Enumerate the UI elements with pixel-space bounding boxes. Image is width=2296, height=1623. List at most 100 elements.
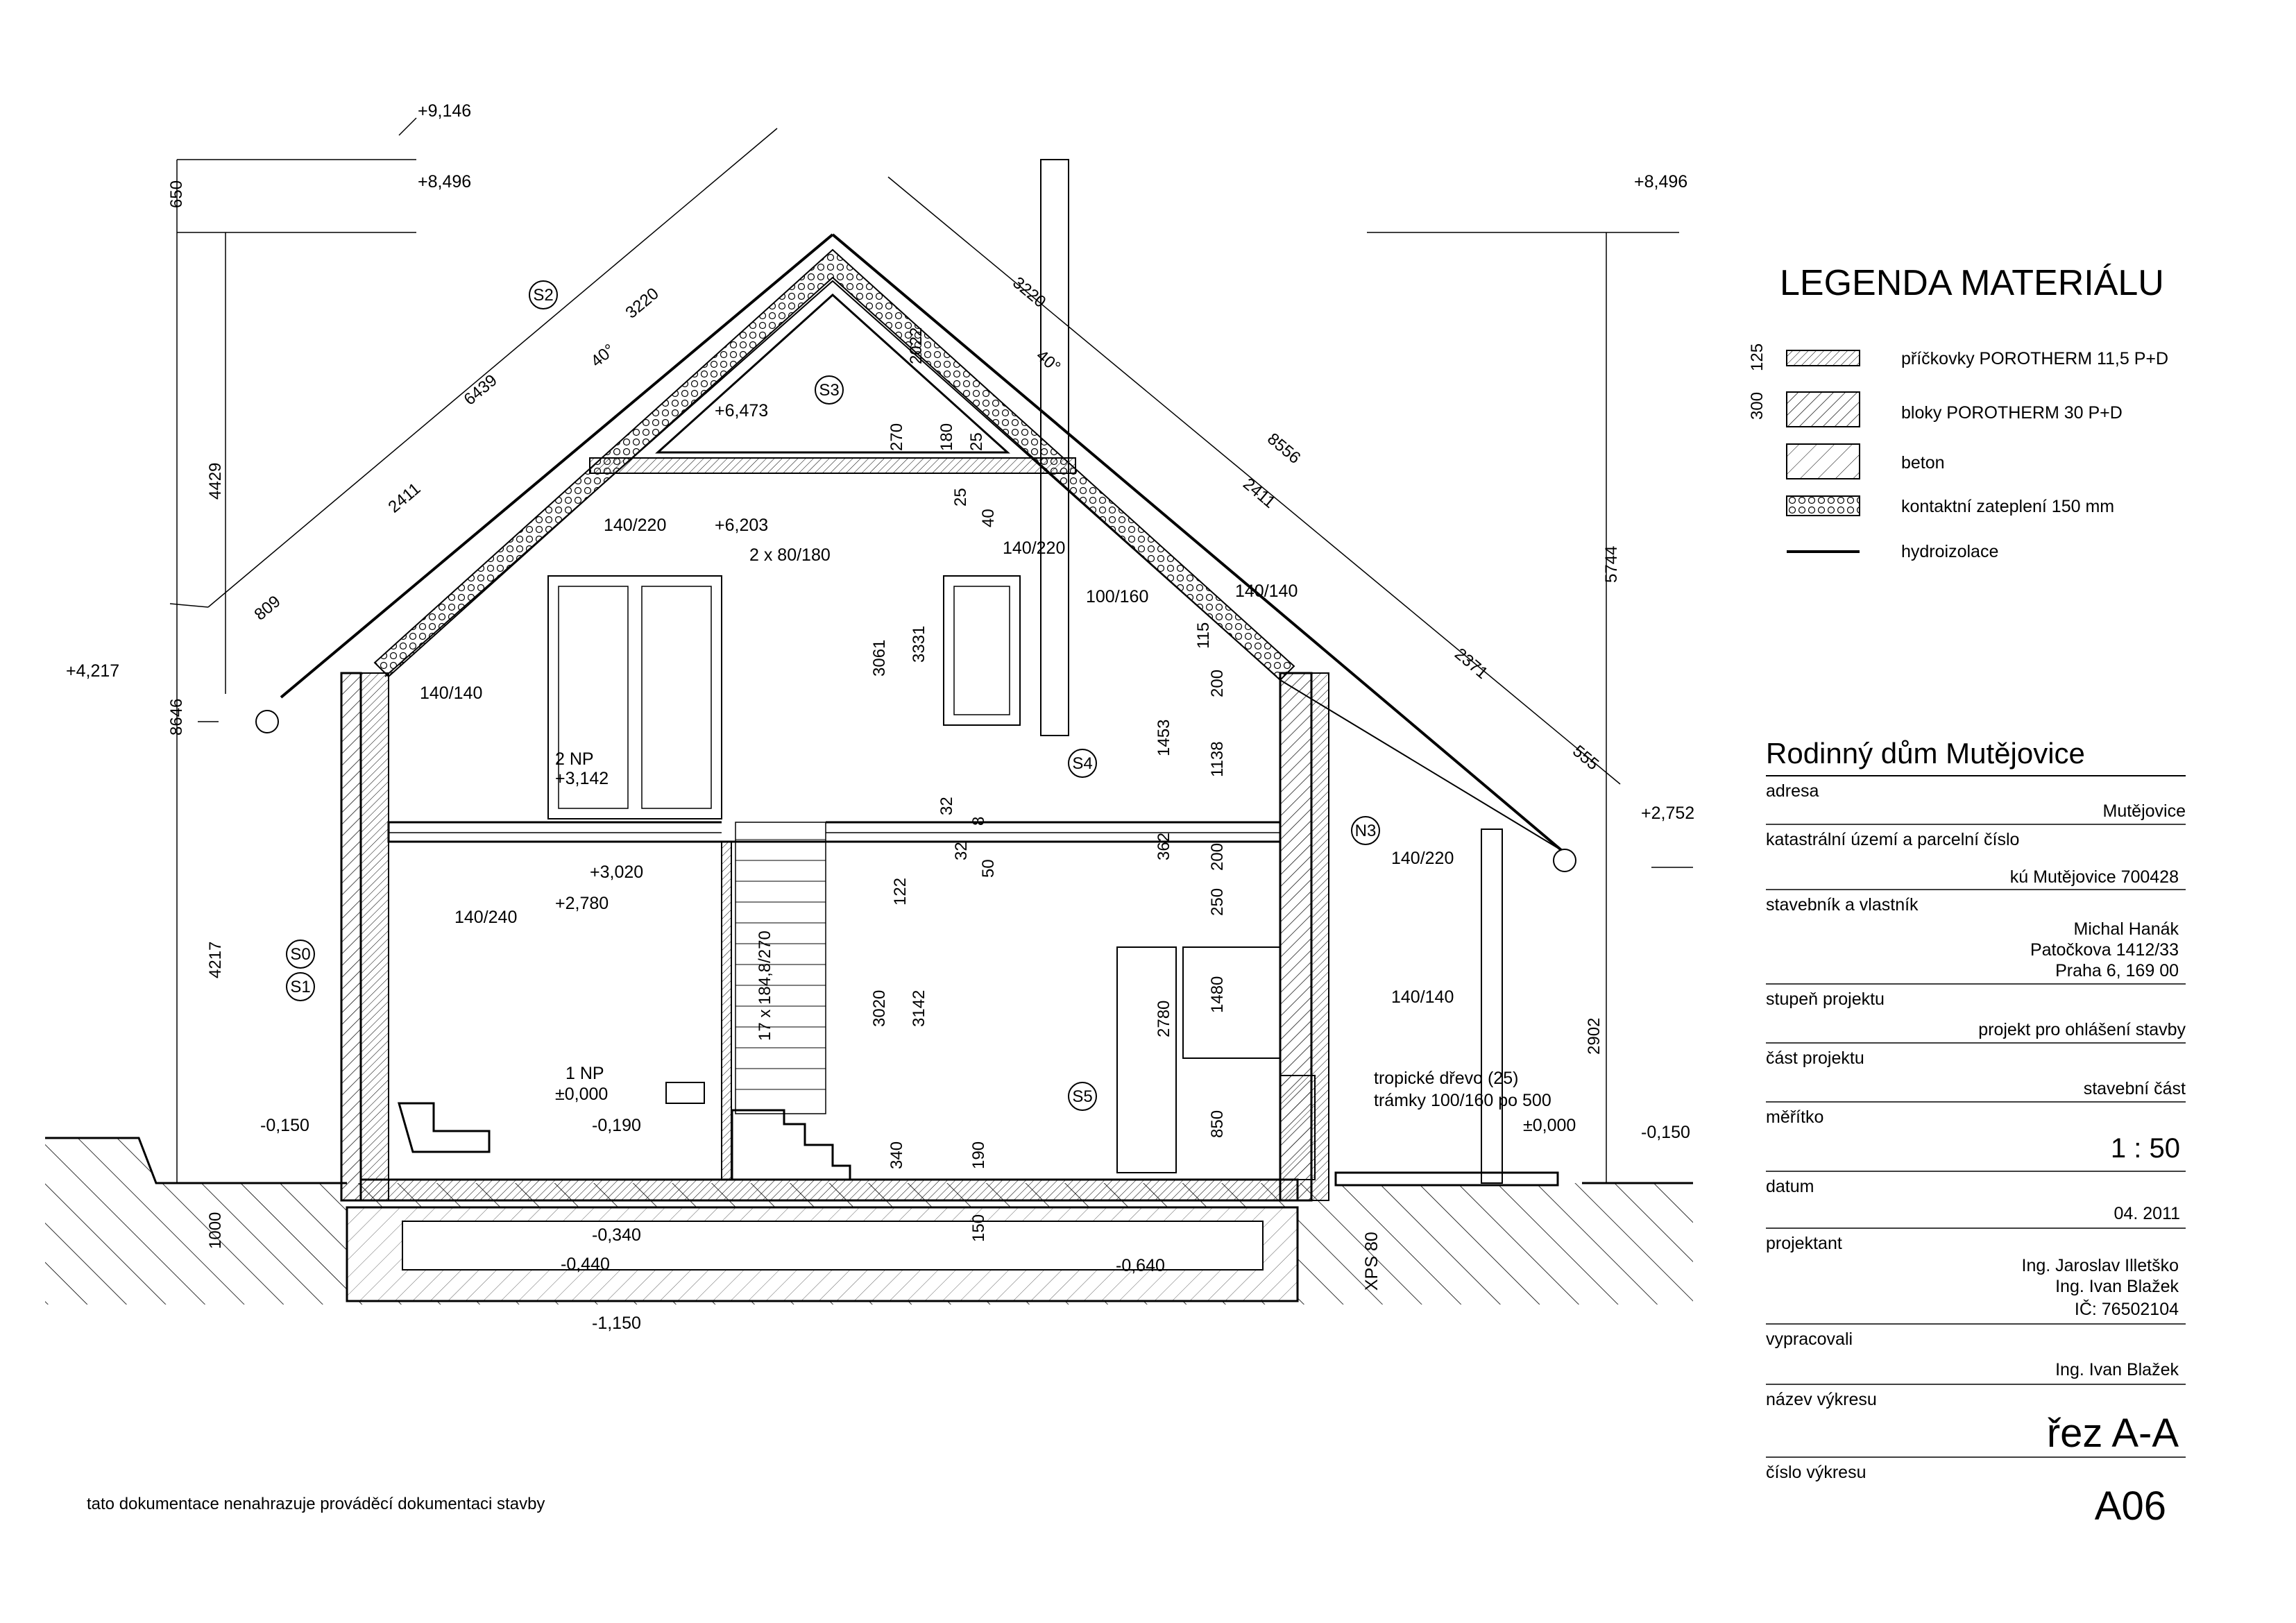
level-found-a: -0,190 bbox=[592, 1116, 641, 1135]
label-2x80: 2 x 80/180 bbox=[749, 545, 831, 565]
label-140-220-b: 140/220 bbox=[1003, 538, 1065, 558]
dim-2411a: 2411 bbox=[385, 479, 425, 517]
dim-4217: 4217 bbox=[206, 942, 225, 978]
level-attic-ceiling: +6,473 bbox=[715, 401, 768, 420]
stairs bbox=[731, 822, 851, 1180]
dim-122: 122 bbox=[891, 878, 910, 906]
stairs-dim: 17 x 184,8/270 bbox=[756, 931, 774, 1041]
openings bbox=[398, 575, 1503, 1184]
label-140-140-c: 140/140 bbox=[1391, 987, 1454, 1007]
dim-2022: 2022 bbox=[907, 328, 926, 364]
svg-text:S2: S2 bbox=[533, 286, 553, 305]
tb-value-drawing-name: řez A-A bbox=[2047, 1411, 2179, 1456]
tb-value-owner-1: Michal Hanák bbox=[2074, 919, 2179, 939]
label-terrace-b: trámky 100/160 po 500 bbox=[1374, 1091, 1551, 1110]
dim-2411b: 2411 bbox=[1239, 475, 1279, 512]
dim-25a: 25 bbox=[967, 432, 986, 451]
tb-label-drawing-name: název výkresu bbox=[1766, 1390, 1877, 1409]
tb-label-drawing-number: číslo výkresu bbox=[1766, 1463, 1866, 1482]
dimension-lines bbox=[169, 117, 1693, 1183]
legend-dim-300: 300 bbox=[1748, 392, 1767, 420]
legend-dim-125: 125 bbox=[1748, 343, 1767, 371]
dim-40: 40 bbox=[979, 509, 998, 527]
dim-4429: 4429 bbox=[206, 463, 225, 500]
level-terrace: ±0,000 bbox=[1523, 1116, 1576, 1135]
dim-8556: 8556 bbox=[1264, 430, 1304, 468]
legend: LEGENDA MATERIÁLU 125 příčkovky POROTHER… bbox=[1748, 263, 2168, 561]
dim-150: 150 bbox=[969, 1214, 988, 1242]
tb-value-scale: 1 : 50 bbox=[2111, 1133, 2180, 1164]
level-eave-left: +4,217 bbox=[66, 661, 119, 681]
tb-value-owner-2: Patočkova 1412/33 bbox=[2030, 940, 2179, 960]
label-140-220-a: 140/220 bbox=[604, 516, 666, 535]
dim-2780: 2780 bbox=[1155, 1001, 1173, 1037]
tb-label-owner: stavebník a vlastník bbox=[1766, 895, 1919, 915]
legend-item-4: kontaktní zateplení 150 mm bbox=[1786, 495, 2114, 516]
section-marker-s2[interactable]: S2 bbox=[529, 280, 558, 309]
storey-1np: 1 NP bbox=[566, 1064, 604, 1083]
section-marker-s1[interactable]: S1 bbox=[286, 972, 315, 1001]
dim-8: 8 bbox=[969, 817, 988, 826]
dim-1453: 1453 bbox=[1155, 720, 1173, 756]
level-eave-right: +2,752 bbox=[1641, 804, 1694, 823]
tb-label-stage: stupeň projektu bbox=[1766, 989, 1885, 1009]
dim-340: 340 bbox=[887, 1141, 906, 1169]
dim-1480: 1480 bbox=[1208, 976, 1227, 1013]
floor-2np bbox=[387, 819, 1282, 843]
tb-label-prepared: vypracovali bbox=[1766, 1329, 1853, 1349]
level-markers[interactable]: +9,146 +8,496 +8,496 +4,217 +6,473 +6,20… bbox=[66, 101, 1694, 1333]
label-terrace-a: tropické dřevo (25) bbox=[1374, 1069, 1518, 1088]
level-ridge: +8,496 bbox=[418, 172, 471, 192]
dim-362: 362 bbox=[1155, 833, 1173, 860]
legend-title: LEGENDA MATERIÁLU bbox=[1780, 263, 2164, 303]
svg-text:S0: S0 bbox=[290, 945, 310, 964]
dim-8646: 8646 bbox=[167, 699, 186, 736]
dim-180: 180 bbox=[937, 423, 956, 451]
section-marker-n3[interactable]: N3 bbox=[1351, 816, 1380, 845]
tb-label-date: datum bbox=[1766, 1177, 1814, 1196]
dim-32a: 32 bbox=[937, 797, 956, 815]
dim-115: 115 bbox=[1194, 622, 1213, 649]
dim-200b: 200 bbox=[1208, 843, 1227, 871]
level-ridge-right: +8,496 bbox=[1634, 172, 1687, 192]
roof bbox=[255, 159, 1576, 872]
tb-label-scale: měřítko bbox=[1766, 1107, 1823, 1127]
dim-3220a: 3220 bbox=[622, 284, 663, 323]
dim-650: 650 bbox=[167, 180, 186, 208]
dim-1000: 1000 bbox=[206, 1212, 225, 1249]
level-ceiling-1np: +3,020 bbox=[590, 863, 643, 882]
tb-value-part: stavební část bbox=[2084, 1079, 2186, 1098]
legend-label-2: bloky POROTHERM 30 P+D bbox=[1901, 403, 2123, 423]
dim-3331: 3331 bbox=[910, 626, 928, 663]
tb-value-date: 04. 2011 bbox=[2114, 1204, 2180, 1223]
legend-label-1: příčkovky POROTHERM 11,5 P+D bbox=[1901, 349, 2168, 368]
level-1np: ±0,000 bbox=[555, 1085, 608, 1104]
tb-value-prepared: Ing. Ivan Blažek bbox=[2055, 1360, 2179, 1379]
level-found-b: -0,340 bbox=[592, 1225, 641, 1245]
legend-label-5: hydroizolace bbox=[1901, 542, 1998, 561]
dim-200a: 200 bbox=[1208, 670, 1227, 697]
tb-value-designer-2: Ing. Ivan Blažek bbox=[2055, 1277, 2179, 1296]
legend-item-1: 125 příčkovky POROTHERM 11,5 P+D bbox=[1748, 343, 2168, 371]
tb-value-owner-3: Praha 6, 169 00 bbox=[2055, 961, 2179, 980]
level-ceiling-1np-b: +2,780 bbox=[555, 894, 609, 913]
tb-value-drawing-number: A06 bbox=[2095, 1484, 2166, 1529]
dim-3142: 3142 bbox=[910, 990, 928, 1027]
foundations bbox=[346, 1206, 1299, 1302]
legend-label-3: beton bbox=[1901, 453, 1945, 473]
tb-label-address: adresa bbox=[1766, 781, 1819, 801]
section-markers[interactable]: S2 S3 S4 N3 S0 S1 S5 bbox=[286, 280, 1380, 1111]
dim-270: 270 bbox=[887, 423, 906, 451]
dim-250: 250 bbox=[1208, 888, 1227, 916]
section-marker-s0[interactable]: S0 bbox=[286, 940, 315, 969]
section-marker-s3[interactable]: S3 bbox=[815, 375, 844, 405]
tb-label-part: část projektu bbox=[1766, 1048, 1864, 1068]
tb-label-cadastral: katastrální území a parcelní číslo bbox=[1766, 830, 2019, 849]
section-marker-s5[interactable]: S5 bbox=[1068, 1082, 1097, 1111]
label-100-160: 100/160 bbox=[1086, 587, 1148, 606]
section-marker-s4[interactable]: S4 bbox=[1068, 749, 1097, 778]
tb-label-designer: projektant bbox=[1766, 1234, 1842, 1253]
svg-text:S4: S4 bbox=[1072, 754, 1092, 773]
legend-item-2: 300 bloky POROTHERM 30 P+D bbox=[1748, 391, 2123, 427]
tb-value-designer-3: IČ: 76502104 bbox=[2075, 1299, 2179, 1319]
